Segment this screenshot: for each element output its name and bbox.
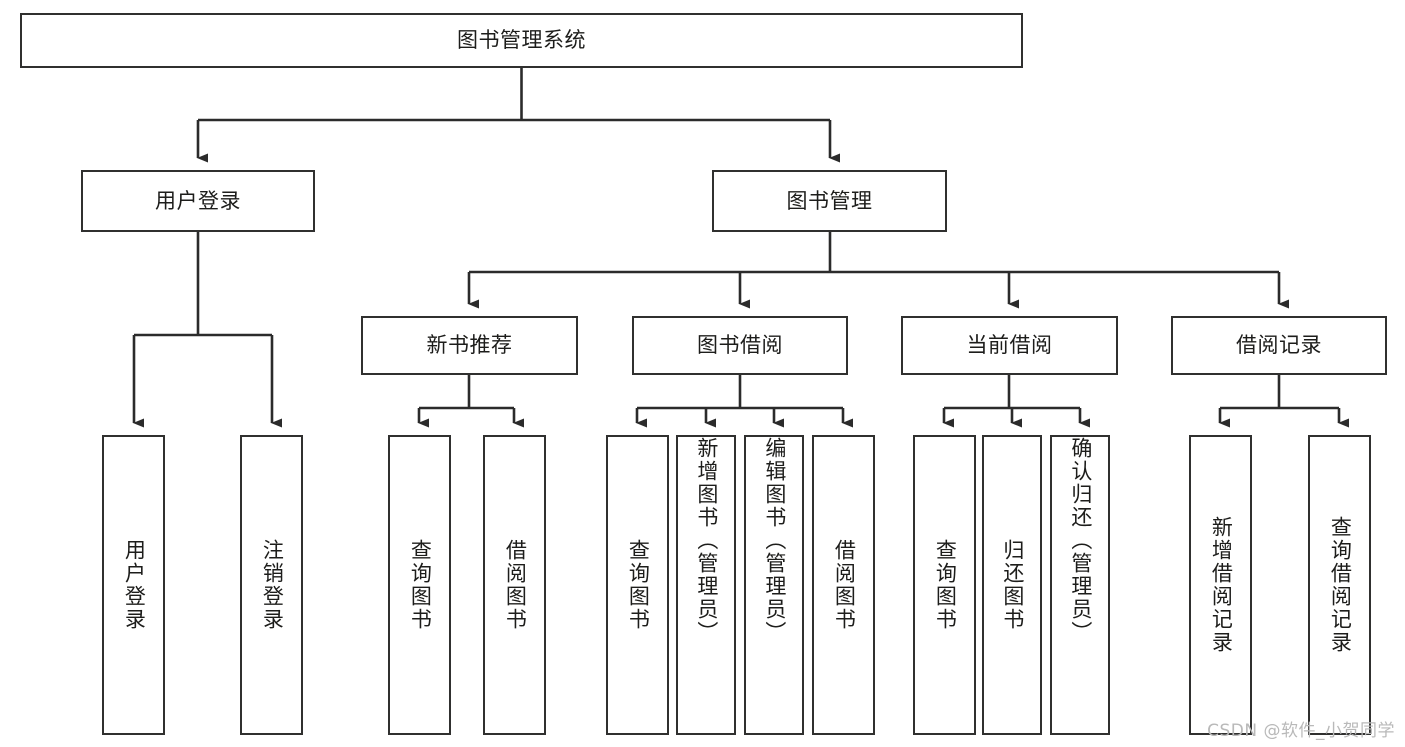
node-leaf-6[interactable]: 编辑图书（管理员） <box>744 435 804 735</box>
node-leaf-10-label: 确认归还（管理员） <box>1068 437 1093 644</box>
node-root[interactable]: 图书管理系统 <box>20 13 1023 68</box>
node-l3-0-label: 新书推荐 <box>426 333 513 358</box>
node-leaf-5[interactable]: 新增图书（管理员） <box>676 435 736 735</box>
node-leaf-12[interactable]: 查询借阅记录 <box>1308 435 1371 735</box>
node-l3-1-label: 图书借阅 <box>697 333 783 358</box>
node-leaf-11-label: 新增借阅记录 <box>1209 516 1234 654</box>
node-leaf-1[interactable]: 注销登录 <box>240 435 303 735</box>
node-leaf-8-label: 查询图书 <box>933 539 958 631</box>
node-leaf-12-label: 查询借阅记录 <box>1328 516 1353 654</box>
node-leaf-11[interactable]: 新增借阅记录 <box>1189 435 1252 735</box>
node-leaf-9-label: 归还图书 <box>1000 539 1025 631</box>
node-leaf-0[interactable]: 用户登录 <box>102 435 165 735</box>
node-leaf-7[interactable]: 借阅图书 <box>812 435 875 735</box>
node-l2-1-label: 图书管理 <box>786 188 873 213</box>
node-l2-1[interactable]: 图书管理 <box>712 170 947 232</box>
node-leaf-2[interactable]: 查询图书 <box>388 435 451 735</box>
node-leaf-6-label: 编辑图书（管理员） <box>762 437 787 644</box>
node-l3-2[interactable]: 当前借阅 <box>901 316 1118 375</box>
node-leaf-10[interactable]: 确认归还（管理员） <box>1050 435 1110 735</box>
node-leaf-1-label: 注销登录 <box>260 539 285 631</box>
node-leaf-2-label: 查询图书 <box>408 539 433 631</box>
node-l3-3-label: 借阅记录 <box>1236 333 1322 358</box>
node-l2-0-label: 用户登录 <box>155 188 241 213</box>
node-l3-1[interactable]: 图书借阅 <box>632 316 848 375</box>
node-leaf-8[interactable]: 查询图书 <box>913 435 976 735</box>
node-l3-0[interactable]: 新书推荐 <box>361 316 578 375</box>
node-l2-0[interactable]: 用户登录 <box>81 170 315 232</box>
node-leaf-3-label: 借阅图书 <box>503 539 528 631</box>
node-leaf-5-label: 新增图书（管理员） <box>694 437 719 644</box>
node-leaf-7-label: 借阅图书 <box>832 539 857 631</box>
node-leaf-0-label: 用户登录 <box>122 539 147 631</box>
node-leaf-3[interactable]: 借阅图书 <box>483 435 546 735</box>
node-leaf-4-label: 查询图书 <box>626 539 651 631</box>
node-leaf-9[interactable]: 归还图书 <box>982 435 1042 735</box>
node-l3-3[interactable]: 借阅记录 <box>1171 316 1387 375</box>
node-leaf-4[interactable]: 查询图书 <box>606 435 669 735</box>
watermark: CSDN @软件_小贺同学 <box>1207 721 1395 741</box>
node-root-label: 图书管理系统 <box>457 28 586 53</box>
node-l3-2-label: 当前借阅 <box>966 333 1053 358</box>
